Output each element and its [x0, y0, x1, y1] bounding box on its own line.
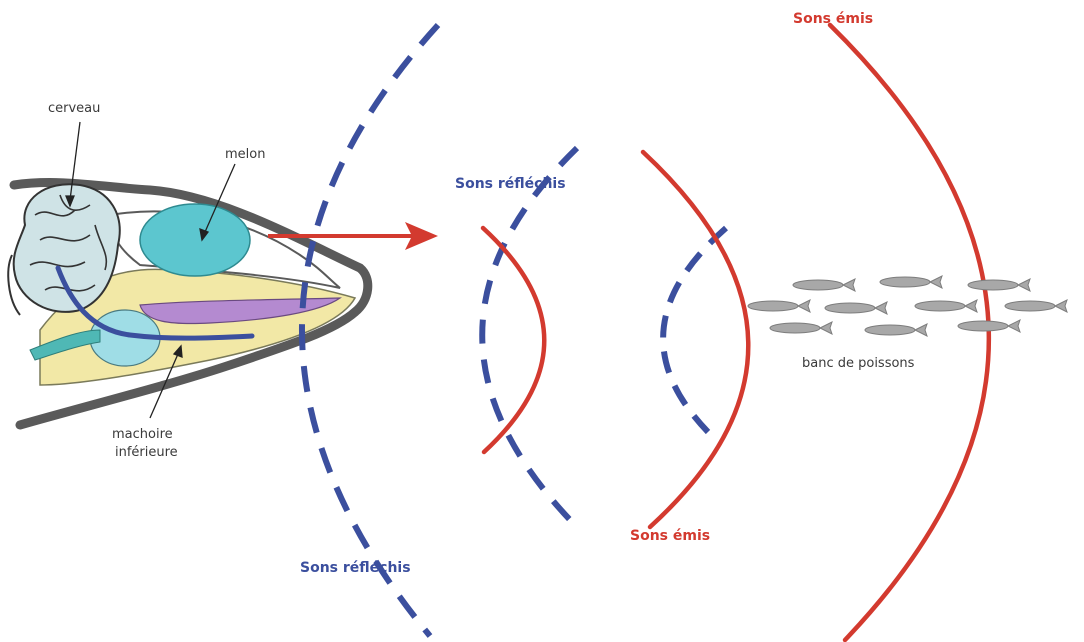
- fish: [770, 322, 832, 334]
- emission-arrow: [268, 222, 438, 250]
- label-banc: banc de poissons: [802, 356, 915, 371]
- fish: [958, 320, 1020, 332]
- fish: [825, 302, 887, 314]
- fish-school: [748, 276, 1067, 336]
- label-machoire-line1: machoire: [112, 427, 173, 442]
- reflected-wave-middle: [482, 148, 577, 522]
- fish: [880, 276, 942, 288]
- emitted-wave-1: [483, 228, 544, 452]
- fish: [748, 300, 810, 312]
- melon-organ: [140, 204, 250, 276]
- fish: [1005, 300, 1067, 312]
- label-sons-reflechis-bottom: Sons réfléchis: [300, 560, 411, 576]
- fish: [968, 279, 1030, 291]
- label-sons-emis-top: Sons émis: [793, 11, 873, 27]
- fish: [915, 300, 977, 312]
- label-melon: melon: [225, 147, 265, 162]
- dolphin-head: [8, 183, 368, 425]
- label-cerveau: cerveau: [48, 101, 100, 116]
- label-sons-emis-bottom: Sons émis: [630, 528, 710, 544]
- label-sons-reflechis-top: Sons réfléchis: [455, 176, 566, 192]
- fish: [865, 324, 927, 336]
- fish: [793, 279, 855, 291]
- reflected-wave-inner: [663, 228, 726, 432]
- emitted-wave-2: [643, 152, 748, 527]
- label-machoire-line2: inférieure: [115, 445, 178, 460]
